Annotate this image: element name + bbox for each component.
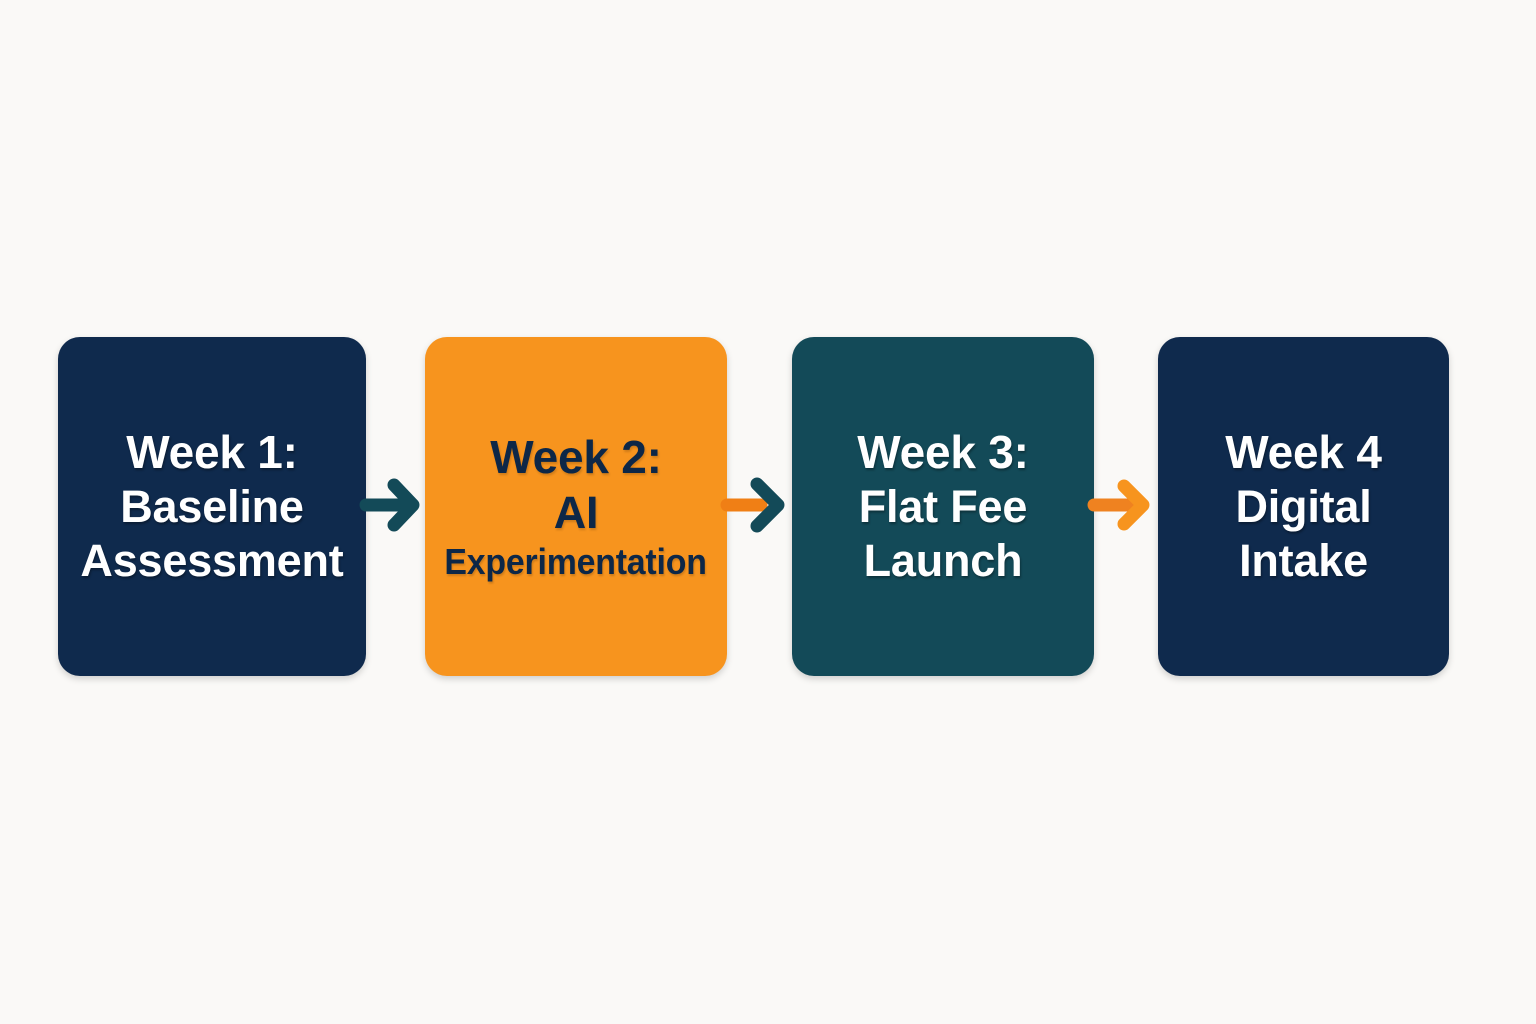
node-line-second: AI xyxy=(553,486,599,538)
node-line-second: Digital xyxy=(1235,481,1372,533)
node-line-second: Flat Fee xyxy=(858,481,1028,533)
process-node-week-4[interactable]: Week 4 Digital Intake xyxy=(1158,337,1449,676)
node-line-third: Assessment xyxy=(80,535,344,587)
process-node-week-2[interactable]: Week 2: AI Experimentation xyxy=(425,337,727,676)
node-line-title: Week 3: xyxy=(857,425,1029,478)
node-line-title: Week 1: xyxy=(126,425,298,478)
arrow-right-icon-week1-to-week2 xyxy=(359,476,426,534)
node-line-third: Launch xyxy=(863,535,1023,587)
node-line-third: Intake xyxy=(1239,535,1368,587)
node-line-third: Experimentation xyxy=(444,540,708,582)
node-line-second: Baseline xyxy=(120,481,304,533)
arrow-right-icon-week2-to-week3 xyxy=(720,476,793,534)
node-line-title: Week 2: xyxy=(490,431,662,484)
process-node-week-1[interactable]: Week 1: Baseline Assessment xyxy=(58,337,366,676)
arrow-right-icon-week3-to-week4 xyxy=(1087,476,1159,534)
node-line-title: Week 4 xyxy=(1225,425,1382,478)
process-node-week-3[interactable]: Week 3: Flat Fee Launch xyxy=(792,337,1094,676)
